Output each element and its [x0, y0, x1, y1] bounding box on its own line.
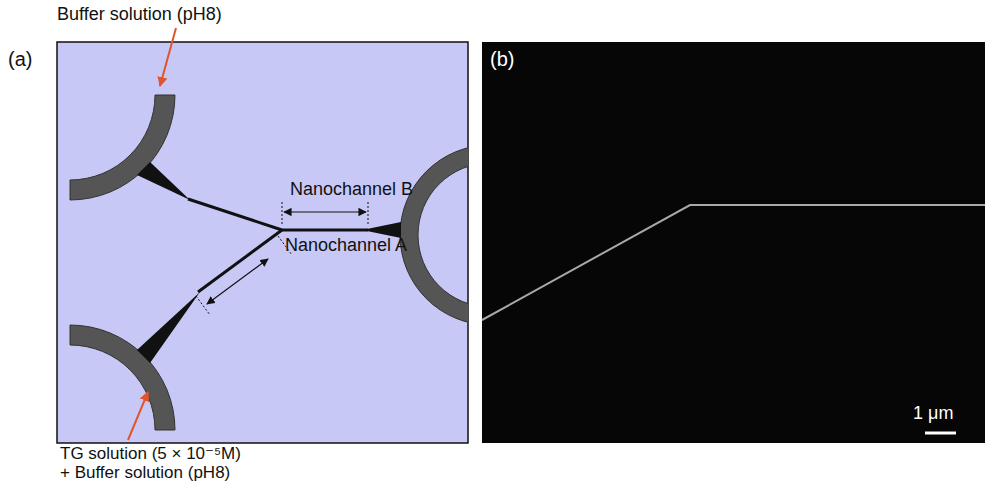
panel-a-ground — [57, 42, 468, 443]
channel-image — [482, 205, 985, 320]
panel-letter: (a) — [8, 48, 32, 70]
panel-letter: (b) — [490, 48, 514, 70]
dimension-arrow — [207, 259, 268, 304]
funnel — [137, 292, 200, 363]
nanochannel — [282, 229, 368, 232]
reservoir-right — [400, 145, 468, 325]
micrograph — [482, 42, 985, 443]
dimension-tick — [196, 296, 210, 315]
pointer-arrow — [160, 28, 176, 86]
pointer-arrow — [128, 392, 148, 440]
dimension-tick — [282, 202, 283, 224]
channel-label: Nanochannel B — [290, 180, 413, 200]
scale-bar — [925, 432, 956, 435]
funnel — [137, 162, 190, 200]
dimension-tick — [368, 202, 369, 224]
channel-label: Nanochannel A — [285, 236, 407, 256]
dimension-arrow — [284, 211, 366, 212]
scale-label: 1 μm — [913, 404, 953, 424]
nanochannel — [198, 230, 282, 292]
solution-label: TG solution (5 × 10⁻⁵M) — [60, 445, 241, 464]
nanochannel — [188, 199, 282, 230]
solution-label: Buffer solution (pH8) — [57, 5, 222, 25]
solution-label: + Buffer solution (pH8) — [60, 464, 230, 483]
